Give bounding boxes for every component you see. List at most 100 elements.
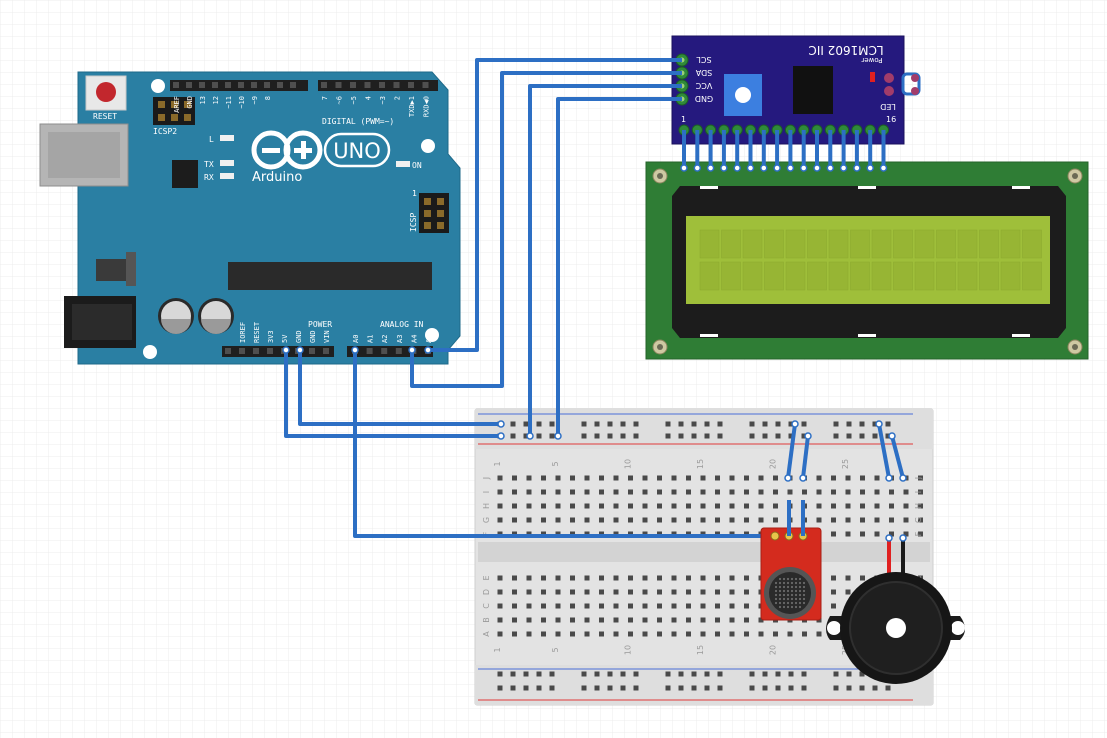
breadboard-hole[interactable] bbox=[889, 489, 894, 495]
breadboard-hole[interactable] bbox=[678, 685, 684, 691]
breadboard-hole[interactable] bbox=[657, 517, 662, 523]
breadboard-hole[interactable] bbox=[874, 531, 880, 537]
header-pin[interactable] bbox=[323, 348, 329, 354]
breadboard-hole[interactable] bbox=[704, 421, 710, 427]
breadboard-hole[interactable] bbox=[536, 433, 542, 439]
reset-button-cap[interactable] bbox=[96, 82, 116, 102]
breadboard-hole[interactable] bbox=[526, 589, 532, 595]
breadboard-hole[interactable] bbox=[700, 517, 706, 523]
breadboard-hole[interactable] bbox=[704, 685, 710, 691]
breadboard-hole[interactable] bbox=[885, 433, 891, 439]
breadboard-hole[interactable] bbox=[686, 517, 691, 523]
potentiometer-knob[interactable] bbox=[735, 87, 751, 103]
breadboard-hole[interactable] bbox=[715, 475, 720, 481]
breadboard-hole[interactable] bbox=[628, 603, 633, 609]
breadboard-hole[interactable] bbox=[715, 603, 720, 609]
breadboard-hole[interactable] bbox=[628, 489, 633, 495]
breadboard-hole[interactable] bbox=[584, 475, 590, 481]
breadboard-hole[interactable] bbox=[700, 589, 706, 595]
breadboard-hole[interactable] bbox=[657, 631, 662, 637]
breadboard-hole[interactable] bbox=[833, 433, 839, 439]
breadboard-hole[interactable] bbox=[903, 517, 909, 523]
breadboard-hole[interactable] bbox=[599, 589, 604, 595]
header-pin[interactable] bbox=[212, 82, 218, 88]
breadboard-hole[interactable] bbox=[846, 433, 852, 439]
breadboard-hole[interactable] bbox=[549, 671, 555, 677]
breadboard-hole[interactable] bbox=[555, 475, 561, 481]
breadboard-hole[interactable] bbox=[671, 631, 677, 637]
breadboard-hole[interactable] bbox=[599, 617, 604, 623]
breadboard-hole[interactable] bbox=[744, 475, 749, 481]
breadboard-hole[interactable] bbox=[831, 603, 836, 609]
breadboard-hole[interactable] bbox=[633, 421, 639, 427]
breadboard-hole[interactable] bbox=[584, 617, 590, 623]
breadboard-hole[interactable] bbox=[749, 421, 755, 427]
breadboard-hole[interactable] bbox=[715, 631, 720, 637]
breadboard-hole[interactable] bbox=[845, 575, 851, 581]
breadboard-hole[interactable] bbox=[846, 685, 852, 691]
breadboard-hole[interactable] bbox=[686, 631, 691, 637]
breadboard-hole[interactable] bbox=[918, 517, 923, 523]
breadboard-hole[interactable] bbox=[700, 575, 706, 581]
breadboard-hole[interactable] bbox=[657, 617, 662, 623]
breadboard-hole[interactable] bbox=[802, 489, 807, 495]
breadboard-hole[interactable] bbox=[607, 433, 613, 439]
breadboard-hole[interactable] bbox=[671, 517, 677, 523]
breadboard-hole[interactable] bbox=[678, 433, 684, 439]
breadboard-hole[interactable] bbox=[715, 517, 720, 523]
breadboard-hole[interactable] bbox=[570, 503, 575, 509]
breadboard-hole[interactable] bbox=[526, 575, 532, 581]
breadboard-hole[interactable] bbox=[671, 589, 677, 595]
breadboard-hole[interactable] bbox=[642, 631, 648, 637]
breadboard-hole[interactable] bbox=[541, 575, 546, 581]
header-pin[interactable] bbox=[199, 82, 205, 88]
breadboard-hole[interactable] bbox=[555, 517, 561, 523]
breadboard-hole[interactable] bbox=[642, 517, 648, 523]
breadboard-hole[interactable] bbox=[642, 617, 648, 623]
breadboard-hole[interactable] bbox=[704, 433, 710, 439]
breadboard-hole[interactable] bbox=[512, 575, 517, 581]
header-pin[interactable] bbox=[238, 82, 244, 88]
header-pin[interactable] bbox=[408, 82, 414, 88]
header-pin[interactable] bbox=[393, 82, 400, 88]
breadboard-hole[interactable] bbox=[628, 575, 633, 581]
breadboard-hole[interactable] bbox=[885, 685, 891, 691]
breadboard-hole[interactable] bbox=[613, 617, 619, 623]
breadboard-hole[interactable] bbox=[642, 503, 648, 509]
breadboard-hole[interactable] bbox=[831, 475, 836, 481]
breadboard-hole[interactable] bbox=[512, 631, 517, 637]
breadboard-hole[interactable] bbox=[570, 603, 575, 609]
breadboard-hole[interactable] bbox=[599, 517, 604, 523]
breadboard-hole[interactable] bbox=[788, 685, 794, 691]
breadboard-hole[interactable] bbox=[788, 671, 794, 677]
breadboard-hole[interactable] bbox=[845, 589, 851, 595]
breadboard-hole[interactable] bbox=[773, 517, 778, 523]
breadboard-hole[interactable] bbox=[642, 575, 648, 581]
breadboard-hole[interactable] bbox=[584, 517, 590, 523]
breadboard-hole[interactable] bbox=[570, 631, 575, 637]
header-pin[interactable] bbox=[267, 348, 273, 354]
breadboard-hole[interactable] bbox=[744, 503, 749, 509]
breadboard-hole[interactable] bbox=[541, 603, 546, 609]
breadboard-hole[interactable] bbox=[729, 475, 735, 481]
breadboard-hole[interactable] bbox=[833, 685, 839, 691]
breadboard-hole[interactable] bbox=[762, 685, 768, 691]
breadboard-hole[interactable] bbox=[773, 503, 778, 509]
breadboard-hole[interactable] bbox=[787, 489, 793, 495]
breadboard-hole[interactable] bbox=[874, 503, 880, 509]
breadboard-hole[interactable] bbox=[628, 475, 633, 481]
breadboard-hole[interactable] bbox=[686, 503, 691, 509]
breadboard-hole[interactable] bbox=[665, 685, 671, 691]
breadboard-hole[interactable] bbox=[657, 503, 662, 509]
breadboard-hole[interactable] bbox=[526, 603, 532, 609]
breadboard-hole[interactable] bbox=[729, 589, 735, 595]
breadboard-hole[interactable] bbox=[512, 589, 517, 595]
breadboard-hole[interactable] bbox=[613, 517, 619, 523]
breadboard-hole[interactable] bbox=[686, 589, 691, 595]
breadboard-hole[interactable] bbox=[657, 589, 662, 595]
breadboard-hole[interactable] bbox=[584, 503, 590, 509]
header-pin[interactable] bbox=[239, 348, 245, 354]
breadboard-hole[interactable] bbox=[570, 517, 575, 523]
breadboard-hole[interactable] bbox=[833, 671, 839, 677]
breadboard-hole[interactable] bbox=[700, 631, 706, 637]
